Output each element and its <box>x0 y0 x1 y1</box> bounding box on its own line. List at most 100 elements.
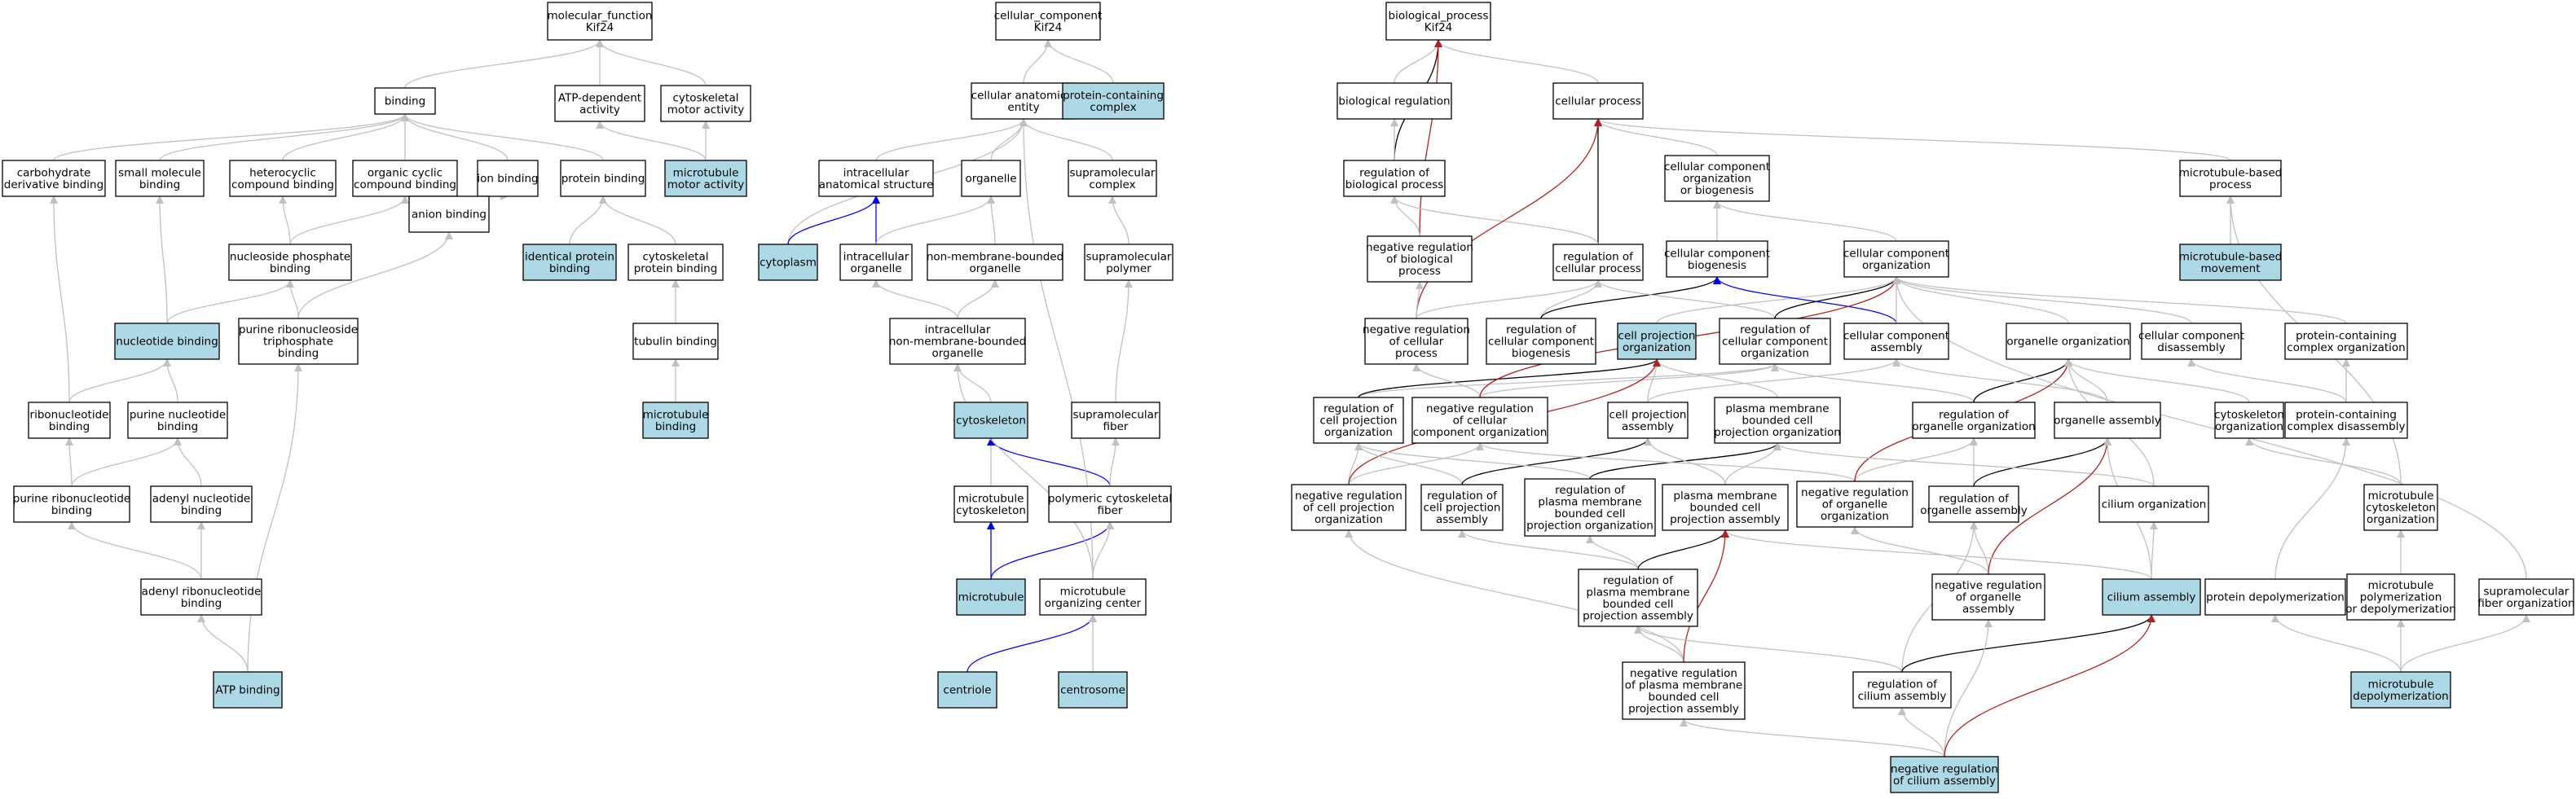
go-term-box[interactable] <box>1662 484 1789 531</box>
go-term-box[interactable] <box>995 2 1101 41</box>
go-term-box[interactable] <box>1048 485 1172 523</box>
go-term-node-ciliumorg[interactable]: cilium organization <box>2098 485 2209 523</box>
go-term-box[interactable] <box>238 318 359 365</box>
go-term-box[interactable] <box>2179 160 2282 197</box>
go-term-box[interactable] <box>1607 402 1689 439</box>
go-term-box[interactable] <box>1843 323 1949 360</box>
go-term-box[interactable] <box>1666 240 1768 278</box>
go-term-node-anion[interactable]: anion binding <box>408 195 490 233</box>
go-term-box[interactable] <box>839 244 913 281</box>
go-term-box[interactable] <box>374 87 436 115</box>
go-term-box[interactable] <box>1852 671 1952 709</box>
go-term-box[interactable] <box>1364 318 1469 365</box>
go-term-node-cytoskeleton[interactable]: cytoskeleton <box>953 402 1028 439</box>
go-term-box[interactable] <box>1071 402 1160 439</box>
go-term-box[interactable] <box>2102 578 2201 616</box>
go-term-box[interactable] <box>632 323 719 360</box>
go-term-box[interactable] <box>1068 160 1157 197</box>
go-term-node-cytoplasm[interactable]: cytoplasm <box>758 244 818 281</box>
go-term-box[interactable] <box>2098 485 2209 523</box>
go-term-box[interactable] <box>758 244 818 281</box>
go-term-node-tubbind[interactable]: tubulin binding <box>632 323 719 360</box>
go-term-box[interactable] <box>1843 240 1949 278</box>
go-term-box[interactable] <box>522 244 617 281</box>
go-term-box[interactable] <box>2478 578 2574 616</box>
go-term-box[interactable] <box>150 485 253 523</box>
go-term-node-orgorg[interactable]: organelle organization <box>2006 323 2131 360</box>
go-term-node-nucbind[interactable]: nucleotide binding <box>114 323 220 360</box>
go-term-box[interactable] <box>1890 756 1999 793</box>
go-term-box[interactable] <box>1039 578 1147 616</box>
go-term-box[interactable] <box>1524 478 1656 537</box>
go-term-node-orgasm[interactable]: organelle assembly <box>2054 402 2161 439</box>
go-term-node-intranonmem[interactable]: intracellularnon-membrane-boundedorganel… <box>889 318 1026 365</box>
go-term-box[interactable] <box>642 402 709 439</box>
go-term-node-centriole[interactable]: centriole <box>937 671 997 709</box>
go-term-box[interactable] <box>2346 573 2455 621</box>
go-term-node-ionbind[interactable]: ion binding <box>477 160 539 197</box>
go-term-box[interactable] <box>971 82 1077 120</box>
go-term-box[interactable] <box>627 244 724 281</box>
go-term-box[interactable] <box>2054 402 2161 439</box>
go-term-box[interactable] <box>1343 160 1446 197</box>
go-term-box[interactable] <box>956 578 1026 616</box>
go-term-box[interactable] <box>1291 484 1407 531</box>
go-term-box[interactable] <box>664 160 747 197</box>
go-term-box[interactable] <box>889 318 1026 365</box>
go-term-box[interactable] <box>477 160 539 197</box>
go-term-node-protbind[interactable]: protein binding <box>560 160 646 197</box>
go-term-box[interactable] <box>1486 318 1596 365</box>
go-term-box[interactable] <box>547 2 653 41</box>
go-term-box[interactable] <box>660 85 751 122</box>
go-term-box[interactable] <box>1719 318 1831 365</box>
go-term-box[interactable] <box>140 578 262 616</box>
go-term-box[interactable] <box>1336 82 1452 120</box>
go-term-node-organelle[interactable]: organelle <box>961 160 1021 197</box>
go-term-box[interactable] <box>1367 235 1473 283</box>
go-term-box[interactable] <box>1622 661 1746 720</box>
go-term-box[interactable] <box>2179 244 2282 281</box>
go-term-box[interactable] <box>2363 484 2438 531</box>
go-term-box[interactable] <box>1664 155 1770 202</box>
go-term-box[interactable] <box>352 160 458 197</box>
